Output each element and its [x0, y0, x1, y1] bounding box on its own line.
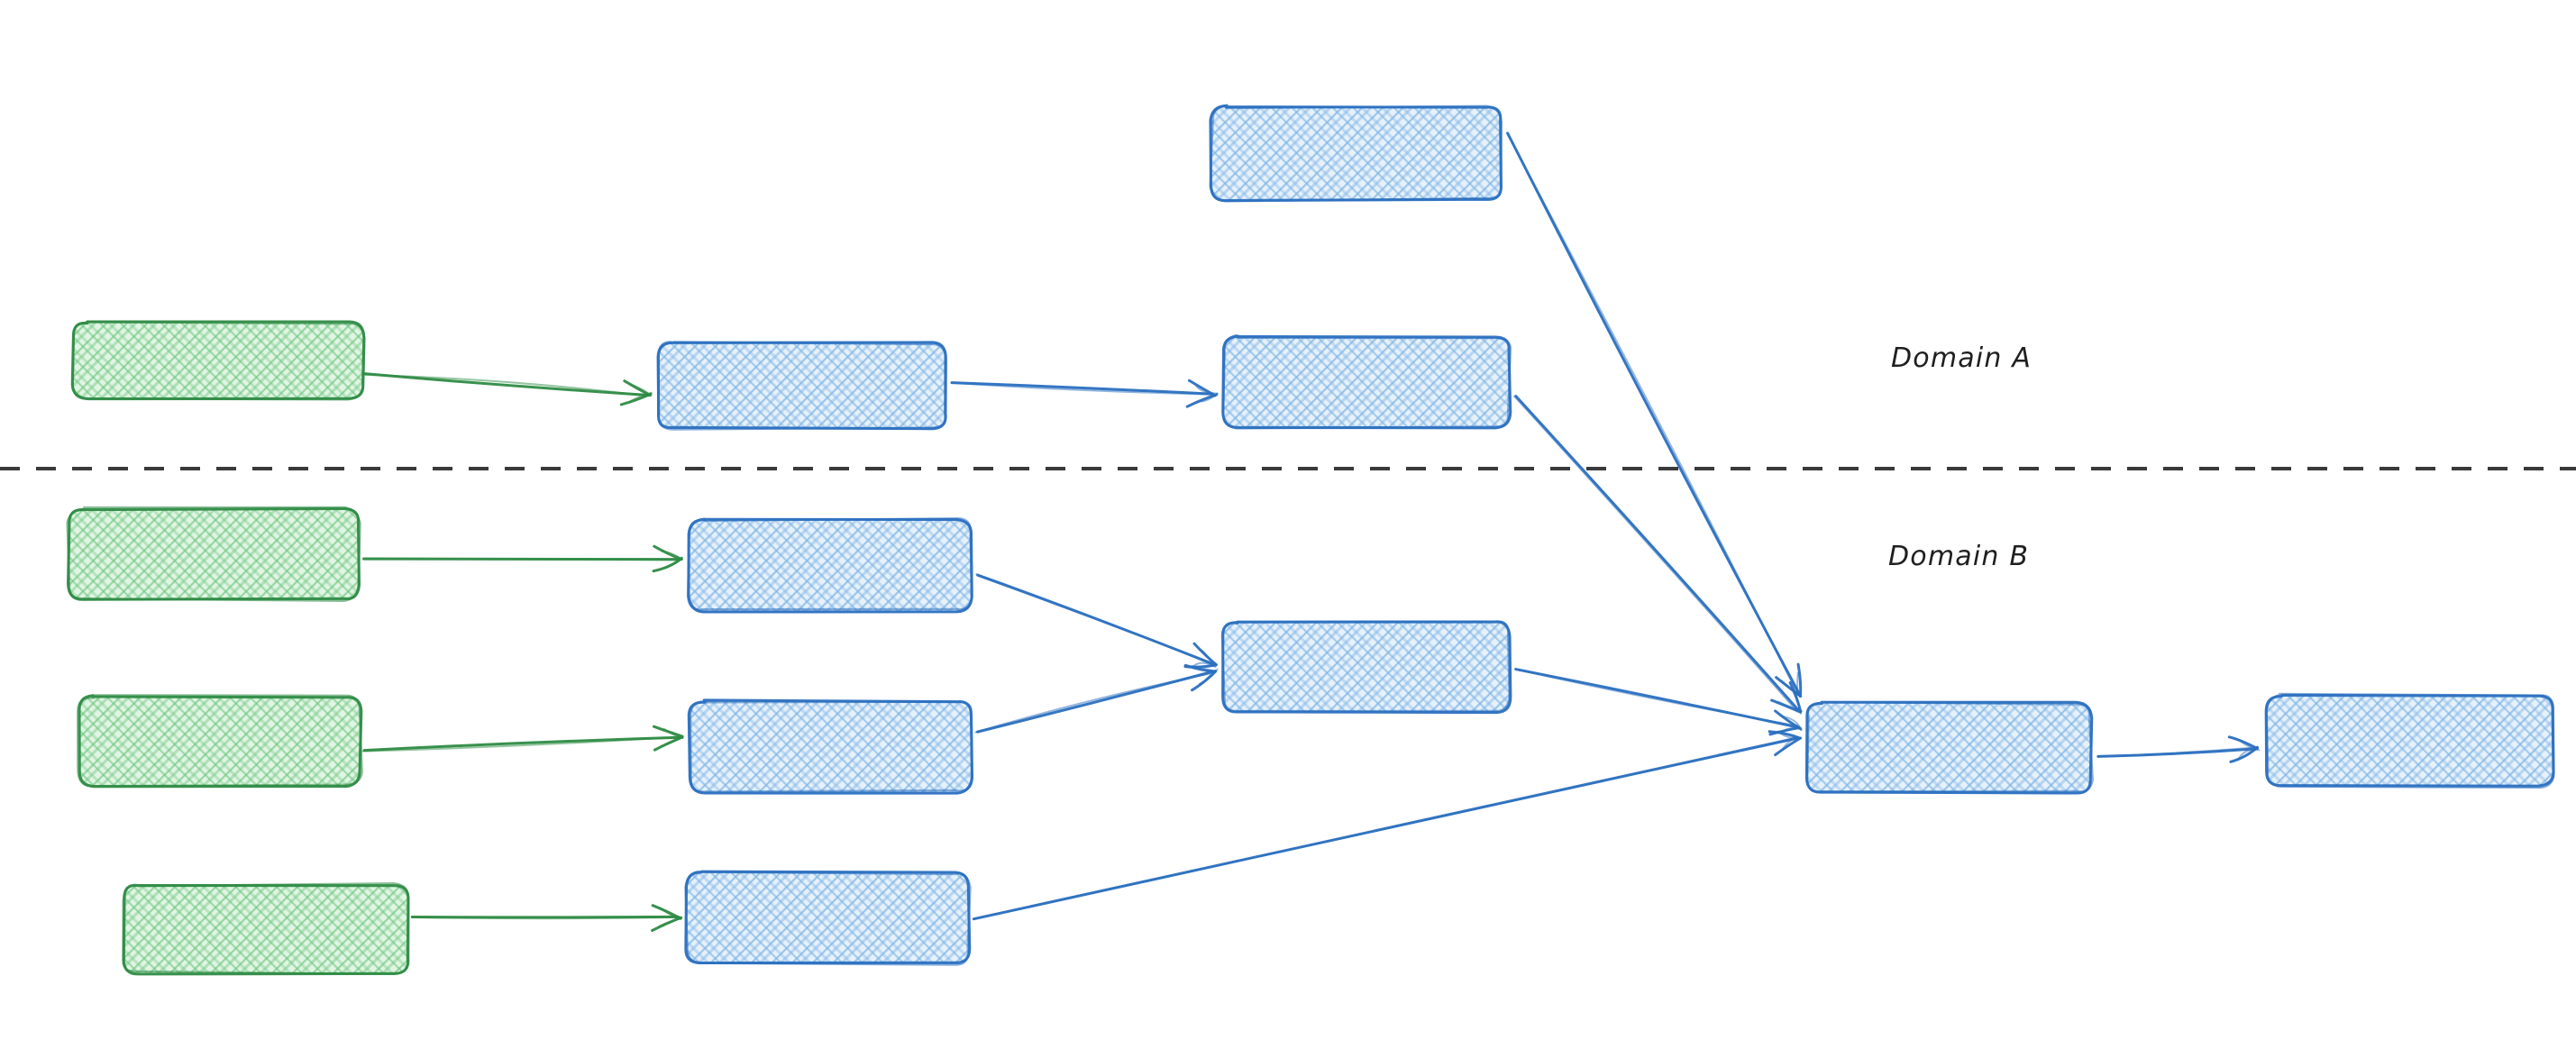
edge-e11	[972, 730, 1803, 921]
edge-e4	[1513, 395, 1803, 715]
node-fill-hatch	[687, 872, 969, 963]
node-fill-hatch	[69, 509, 359, 599]
edge-e5	[362, 544, 683, 573]
node-fill-hatch	[690, 520, 972, 611]
edge-e6	[361, 725, 684, 753]
node-b-merge[interactable]	[1220, 620, 1512, 715]
node-a-process-0[interactable]	[1209, 104, 1503, 203]
node-b-process-2[interactable]	[687, 698, 973, 795]
node-fill-hatch	[1223, 622, 1510, 712]
node-a-process-1[interactable]	[656, 341, 947, 431]
node-b-process-1[interactable]	[686, 517, 973, 614]
node-fill-hatch	[1807, 703, 2091, 793]
node-b-process-3[interactable]	[684, 870, 972, 966]
node-b-output[interactable]	[2264, 692, 2555, 789]
edge-e12	[2096, 735, 2261, 763]
edge-e7	[410, 904, 683, 933]
edge-e3	[1505, 132, 1803, 698]
node-fill-hatch	[690, 701, 972, 792]
domain-a-label: Domain A	[1891, 342, 2032, 374]
node-fill-hatch	[658, 342, 946, 428]
node-b-aggregate[interactable]	[1804, 700, 2094, 795]
node-b-source-1[interactable]	[66, 506, 361, 602]
node-fill-hatch	[79, 697, 361, 786]
domain-b-label: Domain B	[1888, 541, 2030, 572]
node-b-source-2[interactable]	[77, 694, 363, 789]
edge-e8	[975, 573, 1218, 669]
edge-e1	[362, 372, 653, 406]
edge-e2	[950, 379, 1219, 408]
node-fill-hatch	[123, 885, 408, 973]
node-fill-hatch	[73, 323, 363, 398]
node-layer	[66, 104, 2555, 976]
edge-e10	[1514, 668, 1803, 736]
node-fill-hatch	[2267, 696, 2553, 786]
edge-e9	[974, 663, 1219, 734]
node-a-source-1[interactable]	[70, 320, 366, 401]
node-fill-hatch	[1223, 337, 1510, 427]
node-b-source-3[interactable]	[122, 881, 410, 976]
node-a-process-2[interactable]	[1221, 333, 1512, 430]
node-fill-hatch	[1211, 106, 1501, 200]
edge-layer	[361, 132, 2261, 933]
